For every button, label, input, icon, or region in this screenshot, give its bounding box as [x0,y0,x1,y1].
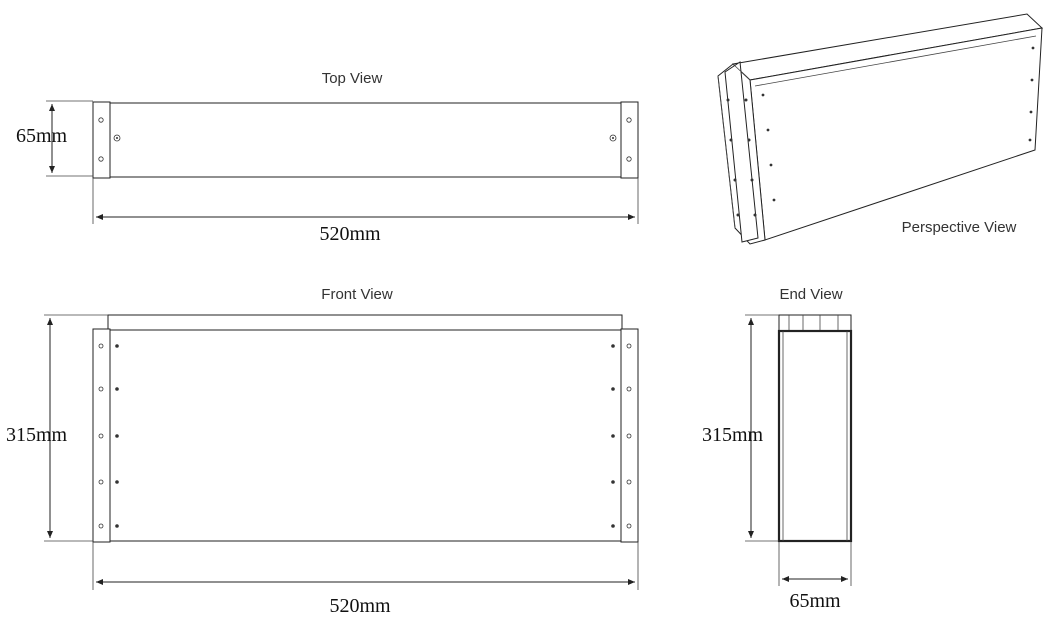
top-width-label: 520mm [319,223,381,245]
front-view-body [107,329,623,542]
front-view-title: Front View [321,286,393,303]
top-view-body [107,102,623,178]
perspective-view: Perspective View [717,13,1044,245]
front-height-label: 315mm [6,424,68,446]
front-view-top-lip [107,314,623,331]
end-width-label: 65mm [789,590,841,612]
front-view: Front View 315m [6,286,639,617]
end-height-label: 315mm [702,424,764,446]
front-width-label: 520mm [329,595,391,617]
perspective-view-title: Perspective View [902,219,1017,236]
end-view-top-cap [778,314,852,332]
top-view-left-flange [92,101,111,179]
top-view: Top View 65mm 520mm [16,70,639,245]
end-view-title: End View [779,286,842,303]
top-view-title: Top View [322,70,383,87]
end-view-body [777,329,853,543]
end-view: End View 315mm 65mm [702,286,853,612]
top-view-right-flange [620,101,639,179]
top-height-label: 65mm [16,125,68,147]
